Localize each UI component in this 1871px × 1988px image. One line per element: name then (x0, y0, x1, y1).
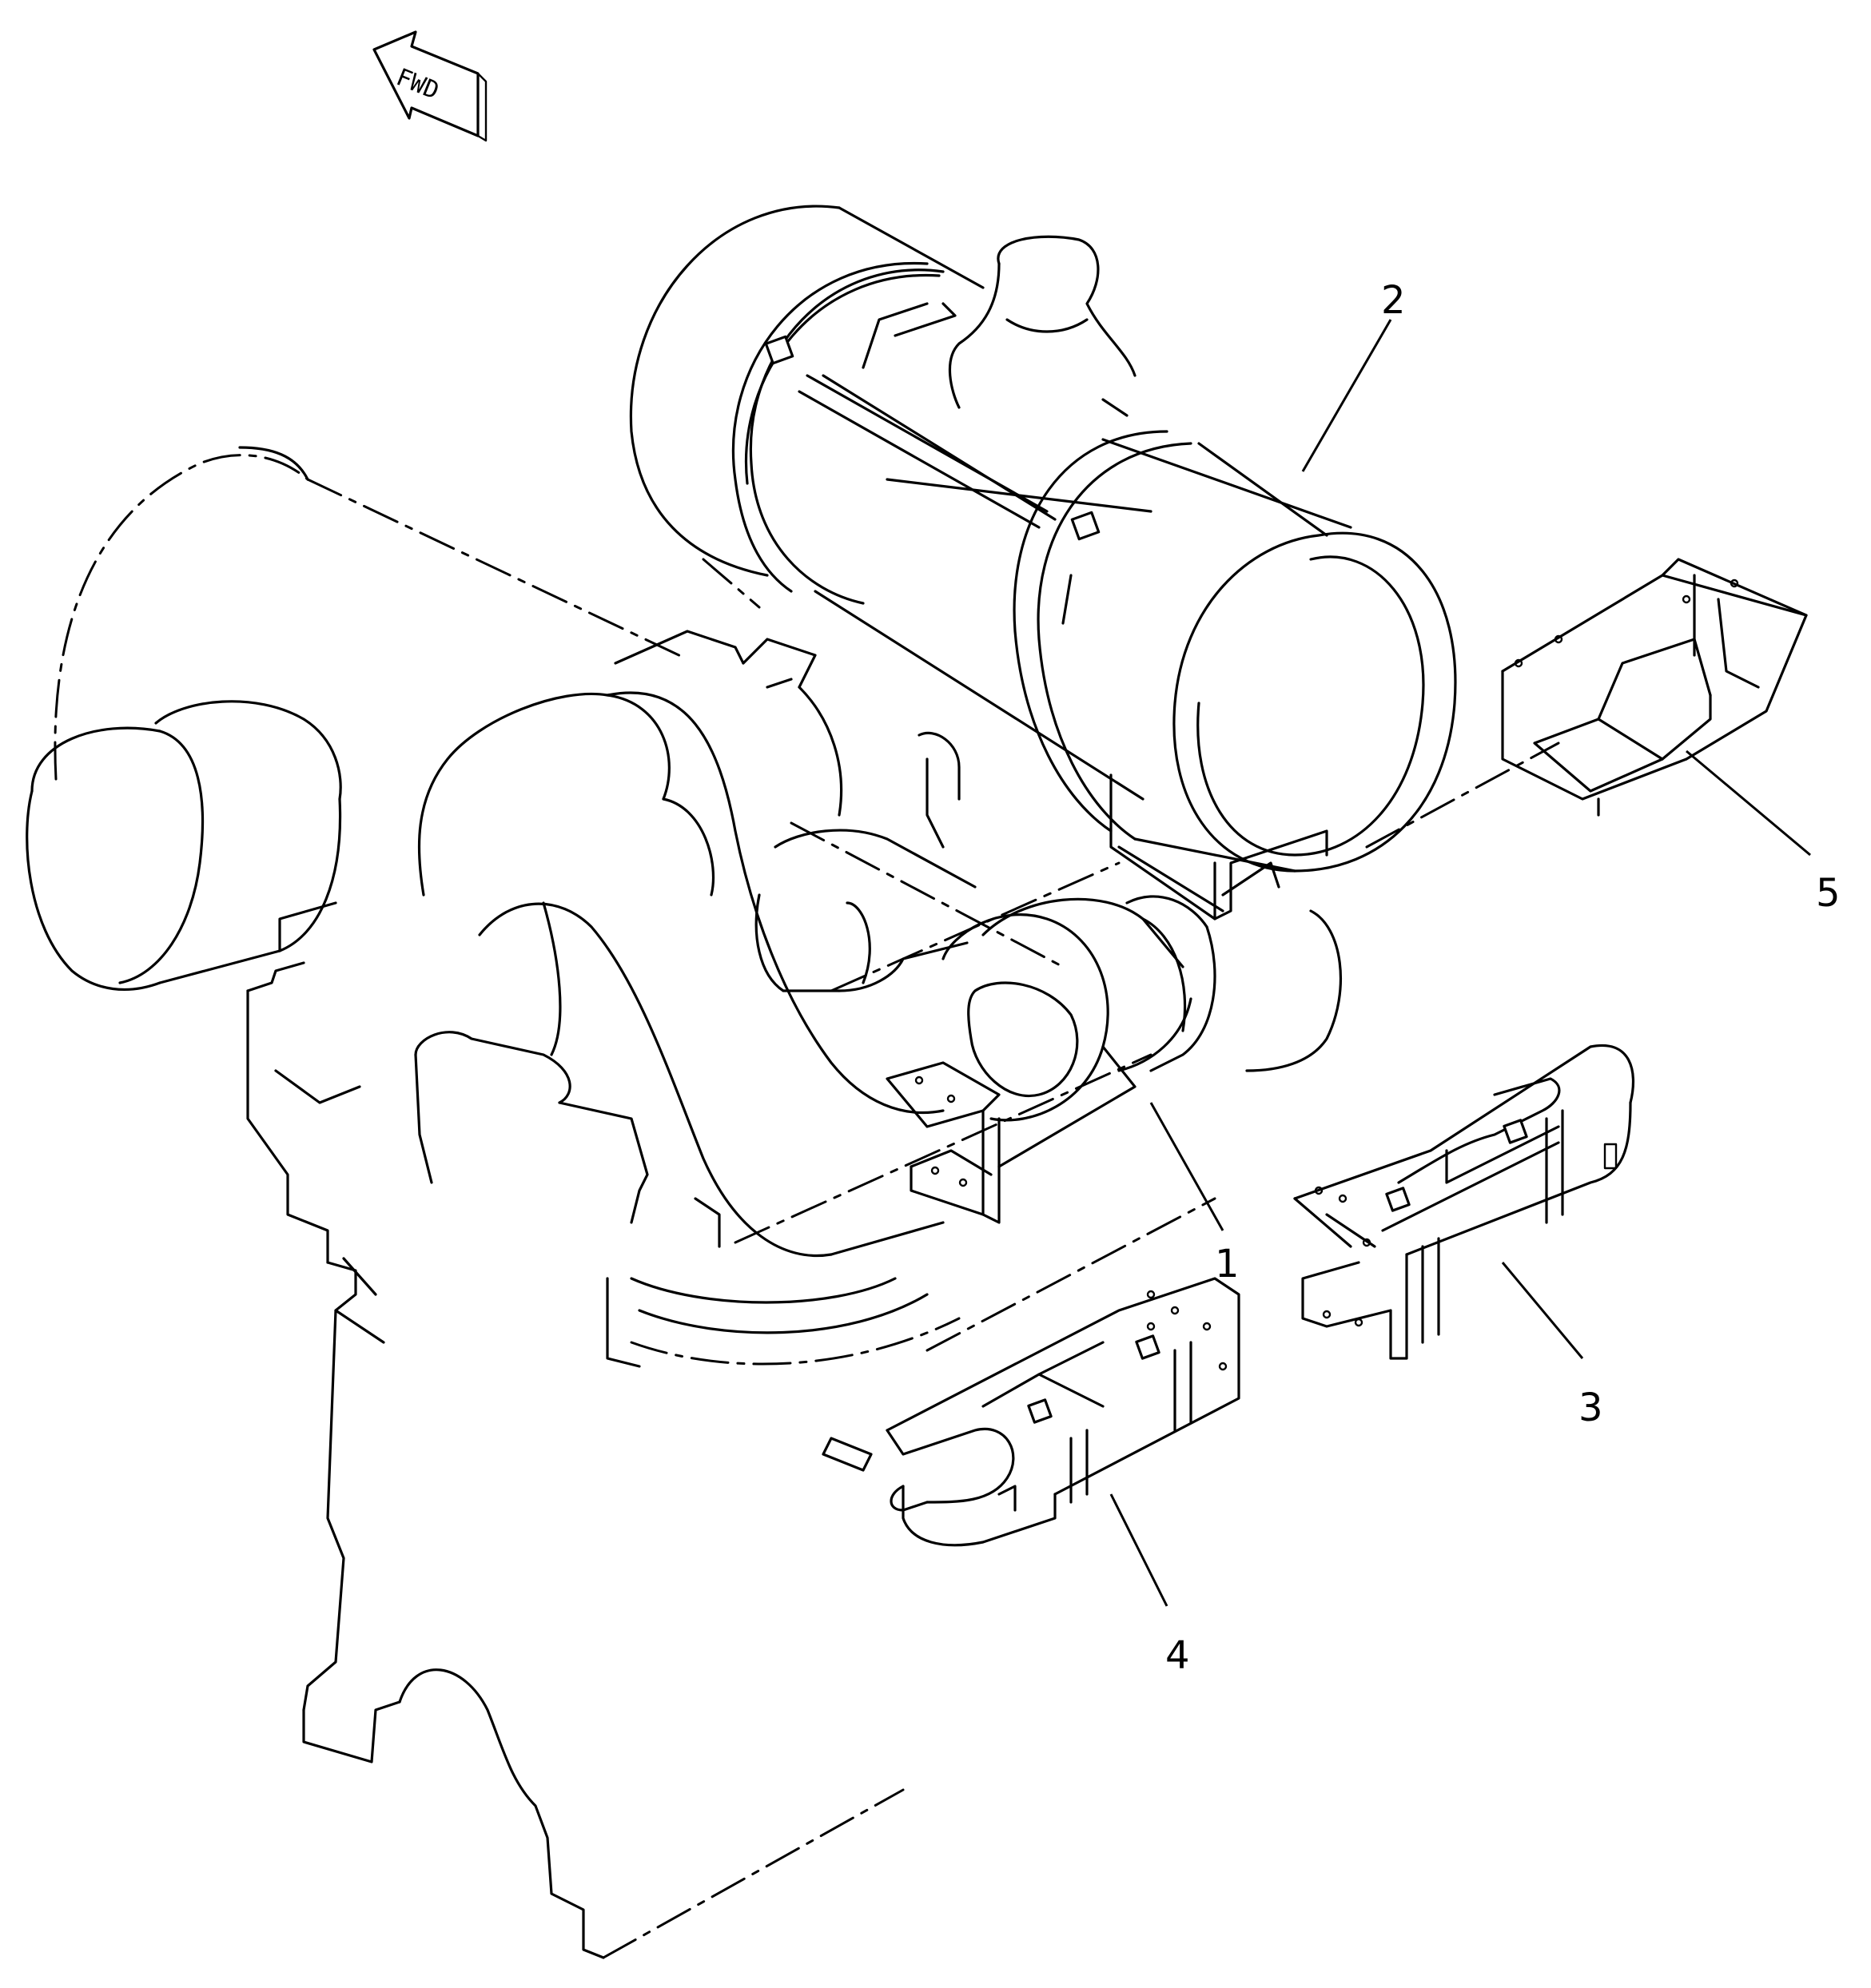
callout-5: 5 (1816, 871, 1841, 916)
callout-1: 1 (1215, 1242, 1240, 1286)
part-1-elbow (886, 897, 1192, 1224)
leader-4 (1109, 1493, 1168, 1607)
engine-outline (26, 446, 1342, 1959)
part-3-cover-right (1293, 1044, 1635, 1360)
part-4-cover-left (822, 1277, 1240, 1547)
leader-3 (1501, 1262, 1584, 1359)
leader-1 (1149, 1102, 1224, 1231)
callout-4: 4 (1165, 1633, 1190, 1678)
callout-3: 3 (1578, 1386, 1603, 1430)
part-2-air-cleaner (629, 205, 1560, 920)
part-5-cover-rear (1501, 558, 1808, 817)
leader-5 (1686, 749, 1811, 857)
leader-lines (1109, 319, 1811, 1607)
leader-2 (1301, 319, 1392, 472)
callout-2: 2 (1381, 278, 1406, 323)
callout-numbers: 1 2 3 4 5 (1165, 278, 1841, 1678)
fwd-arrow-icon: FWD (372, 30, 488, 142)
